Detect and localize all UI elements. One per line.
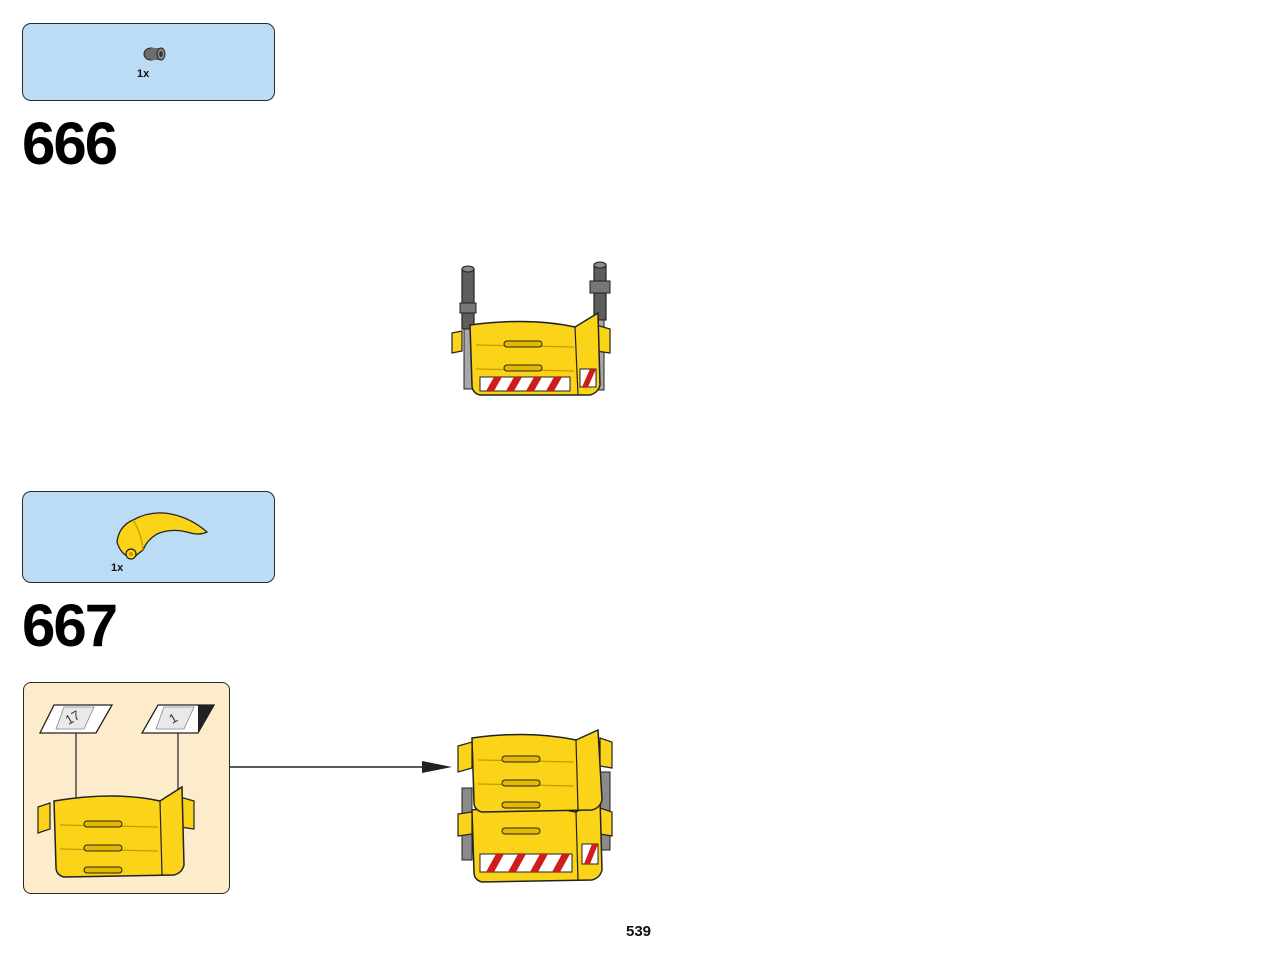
yellow-fairing-icon — [116, 512, 209, 560]
gray-bush-icon — [143, 47, 166, 61]
step-number-666: 666 — [22, 110, 118, 177]
right-pin-icon — [589, 261, 611, 391]
page-number: 539 — [626, 923, 652, 940]
subassembly-callout-step-667: 17 1 — [23, 682, 230, 894]
part-quantity: 1x — [137, 68, 150, 80]
sticker-placement-illustration: 17 1 — [37, 704, 216, 878]
warning-stripes-icon — [479, 368, 597, 392]
part-quantity: 1x — [111, 562, 124, 574]
parts-callout-step-666: 1x — [22, 23, 275, 101]
assembly-illustration-step-666 — [451, 261, 611, 396]
step-number-667: 667 — [22, 592, 118, 659]
left-pin-icon — [459, 265, 477, 390]
sticker-sheet-icon — [38, 704, 114, 734]
sticker-sheet-icon — [140, 704, 216, 734]
parts-callout-step-667: 1x — [22, 491, 275, 583]
assembly-illustration-step-667 — [457, 728, 613, 883]
warning-stripes-icon — [479, 843, 599, 873]
assembly-arrow-icon — [230, 761, 452, 773]
sticker-label: 17 — [63, 707, 83, 727]
